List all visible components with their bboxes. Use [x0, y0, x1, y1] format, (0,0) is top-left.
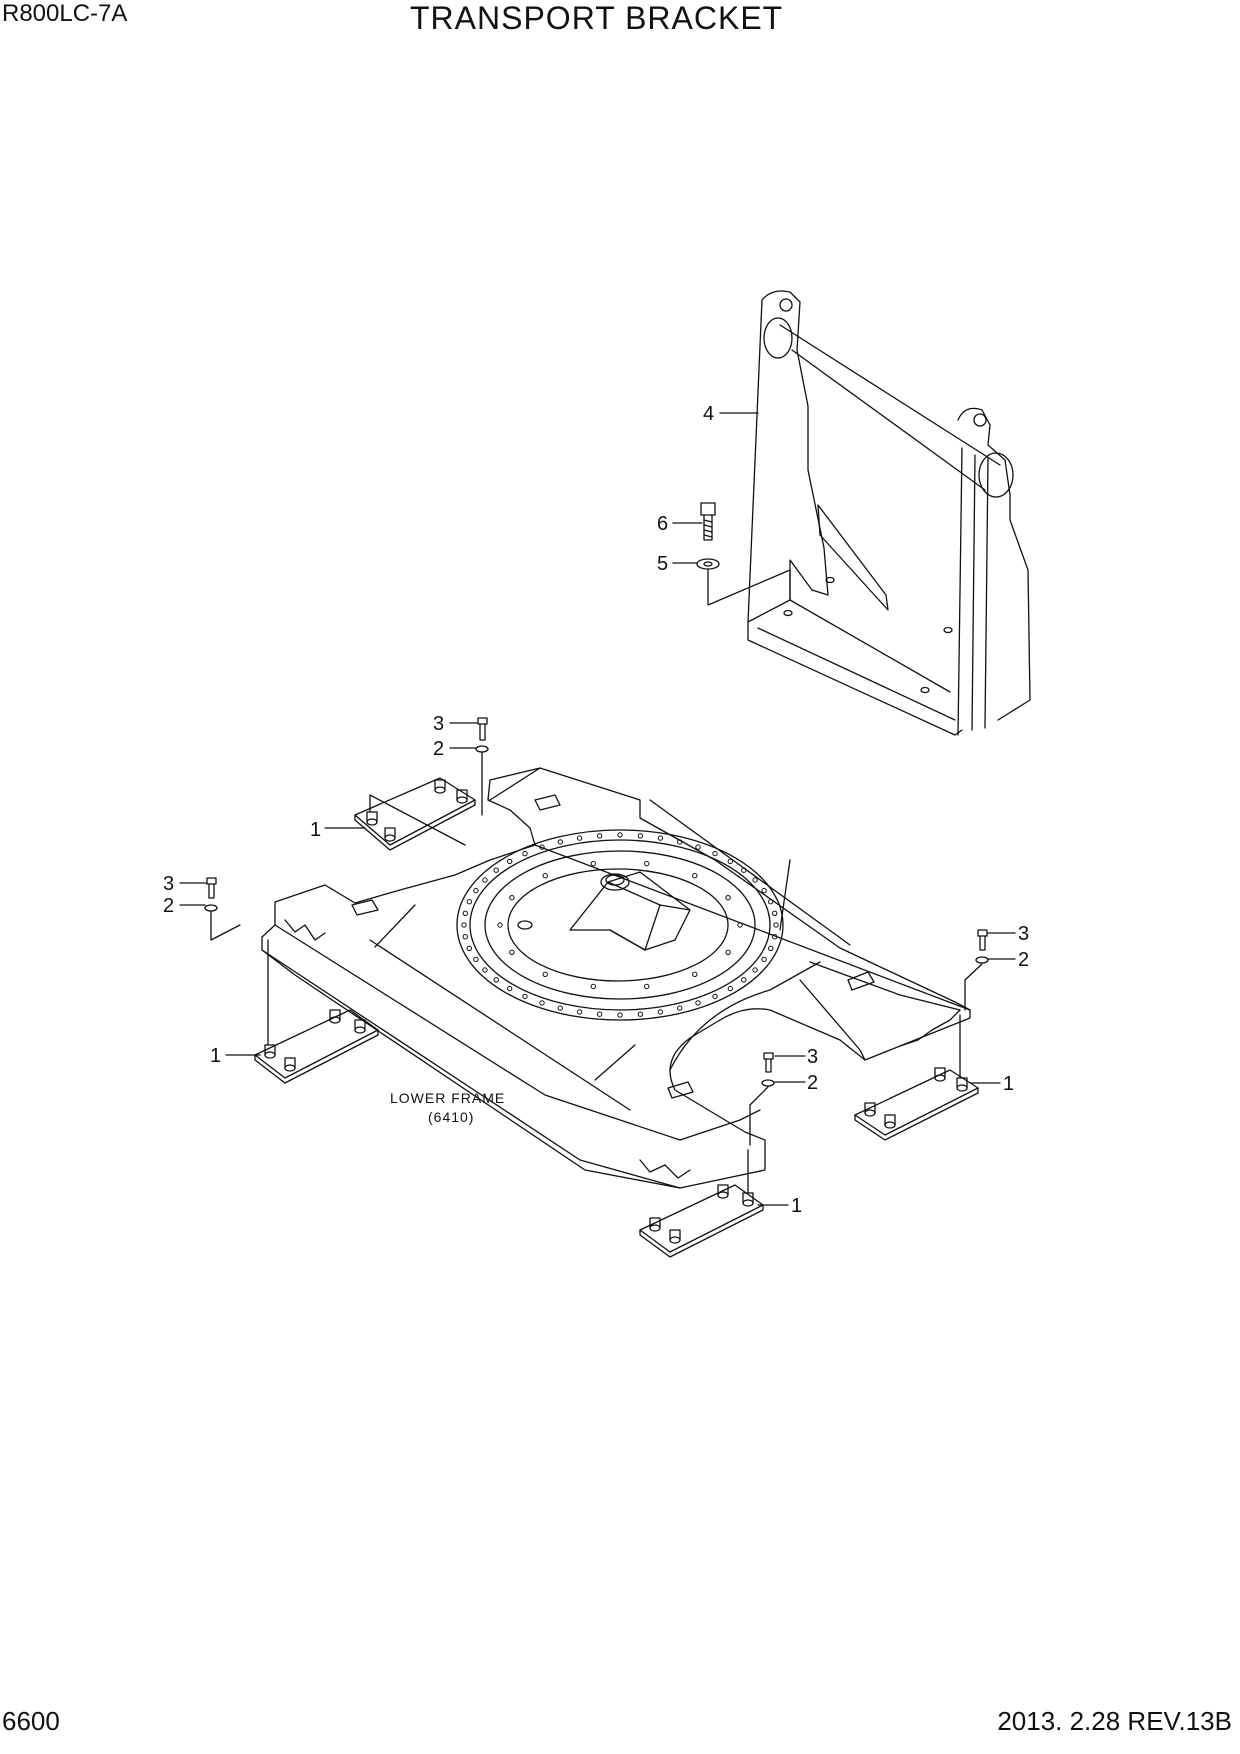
callout-2: 2: [1018, 949, 1029, 971]
bolt-hole: [522, 993, 528, 1000]
bolt-hole: [677, 1005, 683, 1011]
pad-top-left: [354, 777, 476, 851]
bolt-hole: [752, 877, 758, 883]
bolt-hole: [773, 922, 779, 928]
callout-3: 3: [163, 873, 174, 895]
bolt-hole: [507, 985, 513, 992]
swing-ring: [456, 829, 784, 1021]
bolt-hole: [473, 887, 479, 894]
bolt-hole: [522, 850, 528, 857]
bolt-hole: [461, 922, 467, 928]
bolt-hole: [466, 945, 472, 951]
bolt-hole: [761, 956, 767, 963]
fasteners-left: [204, 877, 241, 941]
model-number: R800LC-7A: [2, 0, 128, 27]
callout-4: 4: [703, 403, 714, 425]
bolt-hole: [637, 833, 644, 839]
bolt-hole: [542, 873, 548, 879]
bolt-hole: [576, 1009, 583, 1015]
bolt-hole: [772, 910, 778, 916]
callout-3: 3: [1018, 923, 1029, 945]
pad-bottom: [639, 1149, 764, 1258]
bolt-hole: [590, 860, 596, 867]
bolt-hole: [493, 867, 499, 873]
bolt-hole: [695, 844, 701, 850]
callout-2: 2: [163, 895, 174, 917]
callout-1: 1: [210, 1045, 221, 1067]
callout-5: 5: [657, 553, 668, 575]
lower-frame: [261, 767, 971, 1189]
lower-frame-ref: (6410): [428, 1109, 474, 1125]
bolt-hole: [462, 910, 468, 916]
callout-leaders: [179, 412, 1016, 1206]
page-title: TRANSPORT BRACKET: [410, 0, 784, 36]
bolt-hole: [677, 839, 683, 845]
bolt-hole: [768, 945, 774, 951]
lower-frame-label: LOWER FRAME: [390, 1090, 505, 1106]
bolt-hole: [692, 873, 698, 879]
bolt-hole: [539, 844, 545, 850]
bolt-hole: [725, 949, 731, 955]
bolt-hole: [692, 971, 698, 977]
bolt-hole: [539, 1000, 545, 1006]
bolt-hole: [617, 1012, 623, 1018]
callout-numbers: 4 6 5 3 2 1 3 2 1 3 2 3 2 1 1 LOWER FRAM…: [163, 403, 1029, 1217]
bolt-hole: [509, 895, 515, 901]
bolt-hole: [557, 839, 563, 845]
bolt-hole: [596, 1011, 603, 1017]
bolt-hole: [493, 977, 499, 983]
bolt-hole: [657, 835, 664, 841]
bolt-hole: [509, 949, 515, 955]
bolt-hole: [542, 971, 548, 977]
bolt-hole: [462, 934, 468, 940]
bolt-hole: [482, 967, 488, 973]
revision-date: 2013. 2.28 REV.13B: [997, 1706, 1232, 1736]
fasteners-bottom: [749, 1052, 775, 1146]
callout-3: 3: [807, 1046, 818, 1068]
bolt-hole: [772, 934, 778, 940]
bolt-hole: [752, 967, 758, 973]
bolt-hole: [712, 850, 718, 857]
bolt-hole: [741, 867, 747, 873]
bolt-hole: [497, 922, 503, 928]
pad-left: [254, 939, 379, 1084]
transport-bracket: [747, 290, 1031, 736]
bolt-hole: [617, 832, 623, 838]
bolt-hole: [761, 887, 767, 894]
bolt-hole: [768, 899, 774, 905]
callout-1: 1: [1003, 1073, 1014, 1095]
bolt-hole: [473, 956, 479, 963]
bolt-hole: [507, 858, 513, 865]
callout-1: 1: [791, 1195, 802, 1217]
bolt-hole: [657, 1009, 664, 1015]
bolt-hole: [695, 1000, 701, 1006]
callout-2: 2: [807, 1072, 818, 1094]
bolt-and-washer: [696, 502, 791, 606]
bolt-hole: [727, 985, 733, 992]
bolt-hole: [466, 899, 472, 905]
callout-2: 2: [433, 738, 444, 760]
bolt-hole: [644, 860, 650, 867]
callout-3: 3: [433, 713, 444, 735]
bolt-hole: [637, 1011, 644, 1017]
fasteners-top: [475, 717, 489, 816]
bolt-hole: [590, 983, 596, 990]
bolt-hole: [741, 977, 747, 983]
bolt-hole: [482, 877, 488, 883]
bolt-hole: [644, 983, 650, 990]
bolt-hole: [557, 1005, 563, 1011]
callout-6: 6: [657, 513, 668, 535]
bolt-hole: [596, 833, 603, 839]
bolt-hole: [737, 922, 743, 928]
callout-1: 1: [310, 819, 321, 841]
bolt-hole: [576, 835, 583, 841]
fasteners-right: [964, 929, 989, 1011]
bolt-hole: [725, 895, 731, 901]
pad-right: [854, 1014, 979, 1141]
bolt-hole: [712, 993, 718, 1000]
bolt-hole: [727, 858, 733, 865]
page-number: 6600: [2, 1706, 60, 1736]
